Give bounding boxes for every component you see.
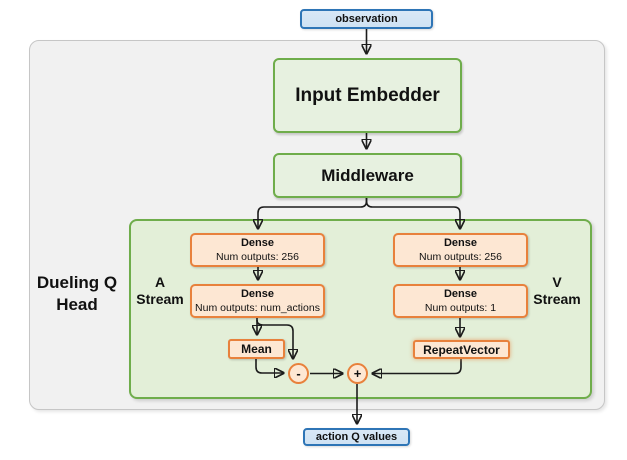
dueling-q-head-label: Dueling Q Head [20, 272, 134, 316]
dense-v2-subtitle: Num outputs: 1 [424, 302, 497, 314]
repeat-vector-node-label: RepeatVector [423, 342, 500, 357]
input-embedder-node-label: Input Embedder [295, 84, 440, 106]
dense-v2-title: Dense [443, 288, 478, 300]
dense-v2-node: Dense Num outputs: 1 [393, 284, 528, 318]
dueling-q-head-label-line1: Dueling Q [36, 273, 118, 292]
observation-node-label: observation [335, 13, 398, 25]
middleware-node-label: Middleware [321, 165, 414, 185]
v-stream-label: V Stream [527, 274, 587, 308]
dense-v1-node: Dense Num outputs: 256 [393, 233, 528, 267]
plus-op-label: + [353, 366, 362, 381]
middleware-node: Middleware [273, 153, 462, 198]
minus-op-label: - [296, 366, 301, 381]
repeat-vector-node: RepeatVector [413, 340, 510, 359]
v-stream-label-line2: Stream [533, 291, 581, 307]
a-stream-label-line2: Stream [136, 291, 184, 307]
dense-a1-node: Dense Num outputs: 256 [190, 233, 325, 267]
mean-node-label: Mean [241, 342, 272, 356]
dense-v1-subtitle: Num outputs: 256 [419, 251, 502, 263]
dueling-q-head-label-line2: Head [56, 295, 98, 314]
dense-a2-node: Dense Num outputs: num_actions [190, 284, 325, 318]
dense-a1-title: Dense [240, 237, 275, 249]
minus-op-node: - [288, 363, 309, 384]
v-stream-label-line1: V [552, 274, 562, 290]
dense-a1-subtitle: Num outputs: 256 [216, 251, 299, 263]
dense-a2-title: Dense [240, 288, 275, 300]
dense-a2-subtitle: Num outputs: num_actions [195, 302, 320, 314]
a-stream-label: A Stream [130, 274, 190, 308]
observation-node: observation [300, 9, 433, 29]
action-q-values-node: action Q values [303, 428, 410, 446]
action-q-values-node-label: action Q values [315, 431, 398, 443]
mean-node: Mean [228, 339, 285, 359]
plus-op-node: + [347, 363, 368, 384]
a-stream-label-line1: A [154, 274, 166, 290]
input-embedder-node: Input Embedder [273, 58, 462, 133]
dense-v1-title: Dense [443, 237, 478, 249]
